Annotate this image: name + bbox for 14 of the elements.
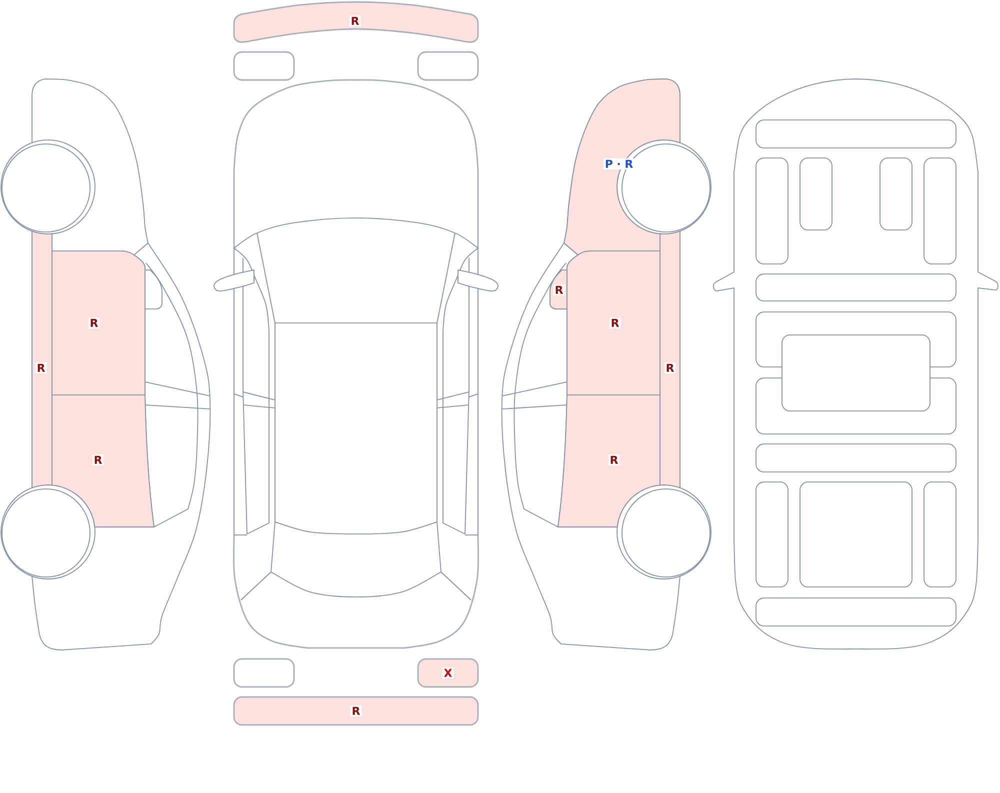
door-panel: R — [558, 394, 660, 528]
lamp-box — [233, 51, 295, 81]
door-panel: R — [52, 394, 154, 528]
lamp-box — [417, 51, 479, 81]
lamp-box — [233, 658, 295, 688]
door-panel: R — [52, 250, 146, 396]
mirror-panel: R — [550, 270, 568, 310]
lamp-box: X — [417, 658, 479, 688]
rocker-panel: R — [32, 230, 52, 488]
fender-panel: P · R — [564, 78, 680, 256]
bumper-panel: R — [233, 696, 479, 726]
rocker-panel: R — [660, 230, 680, 488]
bumper-panel: R — [233, 1, 479, 43]
door-panel: R — [566, 250, 660, 396]
